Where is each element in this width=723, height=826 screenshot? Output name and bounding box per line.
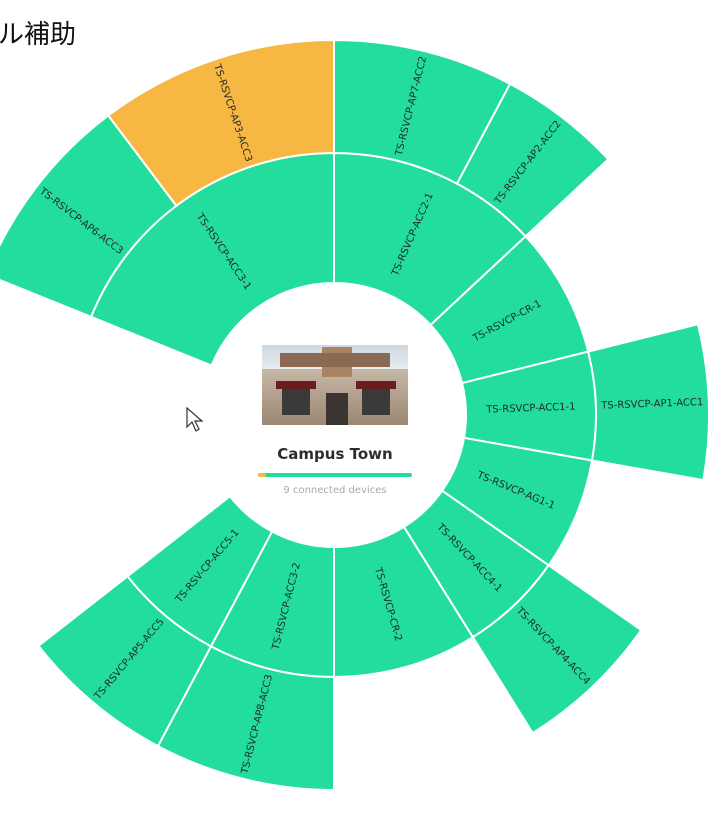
device-health-warning-fill	[258, 473, 266, 477]
site-name[interactable]: Campus Town	[277, 445, 393, 463]
overlay-caption: ル補助	[0, 20, 77, 50]
site-summary: Campus Town 9 connected devices	[230, 345, 440, 496]
segment-ts-rsvcp-ap5-acc5[interactable]	[37, 574, 213, 748]
connected-devices-count: 9 connected devices	[283, 485, 387, 496]
device-health-bar	[258, 473, 412, 477]
segment-ts-rsvcp-ap2-acc2[interactable]	[455, 82, 610, 238]
segment-ts-rsvcp-ap1-acc1[interactable]	[587, 323, 710, 482]
mouse-cursor-icon	[186, 407, 204, 432]
segment-label: TS-RSVCP-AP1-ACC1	[600, 397, 703, 412]
segment-label: TS-RSVCP-ACC1-1	[485, 402, 576, 416]
segment-ts-rsvcp-ap4-acc4[interactable]	[471, 563, 643, 735]
building-photo	[262, 345, 408, 425]
